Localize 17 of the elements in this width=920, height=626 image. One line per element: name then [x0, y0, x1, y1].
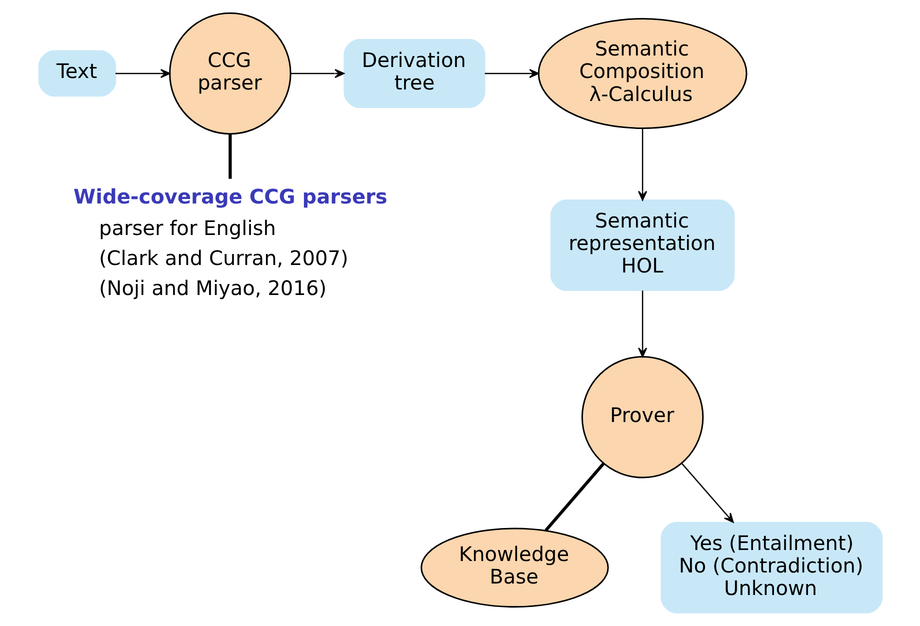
connector: [544, 462, 604, 532]
node-ellipse: Knowledge Base: [420, 528, 608, 608]
node-ellipse: Semantic Composition λ-Calculus: [537, 18, 747, 129]
connector: [228, 134, 232, 179]
arrow: [114, 68, 170, 78]
node-box: Yes (Entailment) No (Contradiction) Unknown: [660, 522, 882, 614]
arrow: [484, 68, 539, 78]
node-circle: CCG parser: [168, 12, 291, 135]
node-text: Wide-coverage CCG parsers parser for English (Clark and Curran, 2007) (Noji and Miyao, 2016): [72, 184, 387, 300]
node-box: Semantic representation HOL: [550, 200, 734, 292]
node-box: Derivation tree: [343, 39, 485, 108]
arrow: [680, 462, 734, 523]
node-box: Text: [38, 50, 116, 97]
arrow: [638, 128, 647, 201]
arrow: [290, 68, 344, 78]
node-circle: Prover: [580, 356, 704, 478]
arrow: [638, 290, 647, 358]
